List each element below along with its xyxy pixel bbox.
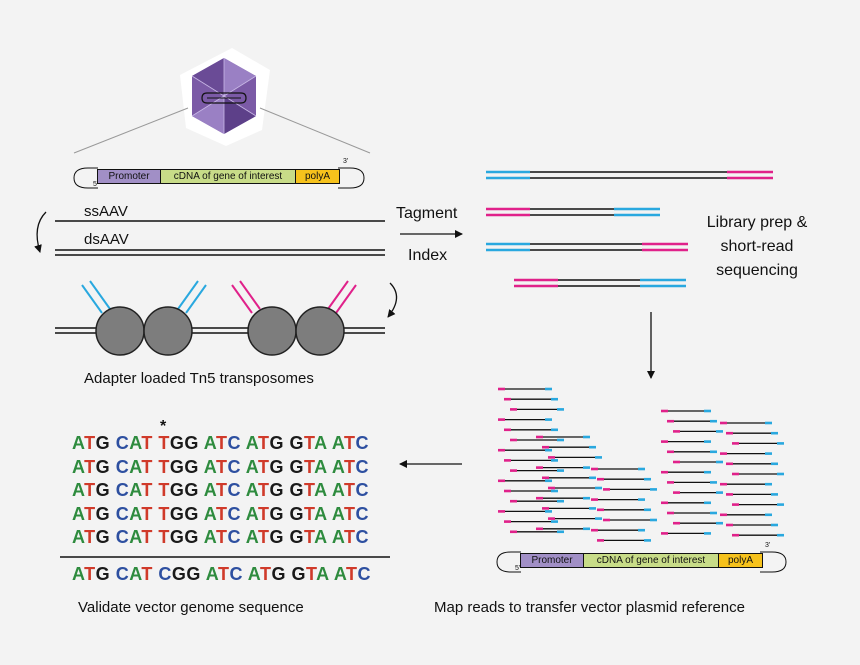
itr-left-hairpin (496, 551, 521, 573)
ssaav-label: ssAAV (84, 203, 128, 220)
curved-arrow-icon (34, 211, 47, 253)
index-label: Index (408, 247, 448, 264)
read-sequence: ATG CAT TGG ATC ATG GTA ATC (72, 503, 370, 524)
map-reads-caption: Map reads to transfer vector plasmid ref… (434, 599, 745, 616)
cdna-box: cDNA of gene of interest (160, 169, 296, 184)
polya-box: polyA (295, 169, 340, 184)
cdna-box: cDNA of gene of interest (583, 553, 719, 568)
dsaav-label: dsAAV (84, 231, 129, 248)
validate-caption: Validate vector genome sequence (78, 599, 304, 616)
zoom-line-left (73, 107, 189, 154)
aav-capsid-icon (180, 48, 270, 146)
itr-right-hairpin (760, 551, 787, 573)
read-sequence: ATG CAT TGG ATC ATG GTA ATC (72, 480, 370, 500)
three-prime-label: 3' (765, 542, 771, 549)
itr-left-hairpin (73, 167, 98, 189)
transposomes-caption: Adapter loaded Tn5 transposomes (84, 370, 314, 387)
promoter-box: Promoter (520, 553, 584, 568)
three-prime-label: 3' (343, 158, 349, 165)
variant-marker: * (160, 418, 167, 435)
library-fragments (486, 170, 773, 288)
library-prep-label-1: Library prep & (706, 214, 808, 231)
library-prep-label-3: sequencing (716, 262, 798, 279)
promoter-box: Promoter (97, 169, 161, 184)
itr-right-hairpin (338, 167, 365, 189)
tn5-transposome-icon (55, 280, 385, 356)
polya-box: polyA (718, 553, 763, 568)
read-sequence: ATG CAT TGG ATC ATG GTA ATC (72, 456, 370, 477)
curved-arrow-icon (387, 282, 398, 318)
mapped-reads-pileup (498, 387, 784, 542)
reference-sequence: ATG CAT CGG ATC ATG GTA ATC (72, 564, 372, 584)
tagment-label: Tagment (396, 205, 458, 222)
five-prime-label: 5' (93, 181, 99, 188)
read-sequence: ATG CAT TGG ATC ATG GTA ATC (72, 527, 370, 547)
library-prep-label-2: short-read (720, 238, 794, 255)
read-sequence: ATG CAT TGG ATC ATG GTA ATC (72, 433, 370, 453)
zoom-line-right (259, 107, 371, 154)
five-prime-label: 5' (515, 565, 521, 572)
